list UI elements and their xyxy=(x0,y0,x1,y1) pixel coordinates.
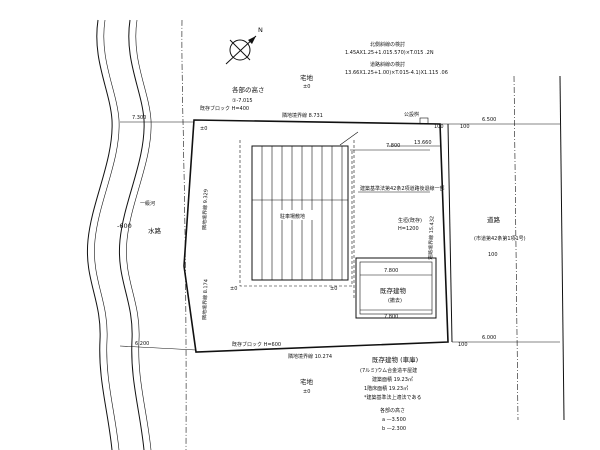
info-heights-title: 各部の高さ xyxy=(380,407,405,414)
shadow-check-title: 北側斜線の検討 xyxy=(370,41,405,48)
existing-building-label: 既存建物 xyxy=(380,286,407,295)
level-right-top: 100 xyxy=(434,124,444,130)
level-zero-a: ±0 xyxy=(200,126,207,132)
block-wall-bottom: 既存ブロック H=600 xyxy=(232,341,281,348)
road-check-formula: 13.66X1.25+1.00)×T.015-4.1)X1.115 .06 xyxy=(345,70,448,76)
level-right-top-b: 100 xyxy=(460,124,470,130)
takuchi-top-label: 宅地 xyxy=(300,73,314,82)
dim-mid-b: 7.800 xyxy=(384,268,398,274)
dim-bottom-left: 6.200 xyxy=(135,341,149,347)
dim-line-bottom-left xyxy=(119,345,197,351)
hedge-label: 生垣(既存) xyxy=(398,217,422,224)
boundary-top-label: 隣地境界線 8.731 xyxy=(282,112,323,119)
parking-label-bg xyxy=(278,210,318,220)
info-compliance: *建築基準法上適法である xyxy=(364,394,421,401)
road-check-title: 道路斜線の検討 xyxy=(370,61,405,68)
utility-box xyxy=(419,117,429,125)
ground-level-value: ①-7.015 xyxy=(232,98,253,104)
setback-note: 建築基準法第42条2項道路後退線一部 xyxy=(360,185,445,192)
parking-area xyxy=(251,145,349,281)
dim-mid-a: 7.800 xyxy=(386,143,400,149)
existing-building-inner xyxy=(359,261,433,315)
block-wall-top: 既存ブロック H=400 xyxy=(200,105,249,112)
setback-line xyxy=(239,140,353,287)
level-right-bottom: 100 xyxy=(458,342,468,348)
info-structure: (7ルミ)ウム合金造平屋建 xyxy=(360,367,417,374)
info-floor-area: 1階床面積 19.23㎡ xyxy=(364,385,408,392)
dim-top-left: 7.300 xyxy=(132,115,146,121)
hedge-height: H=1200 xyxy=(398,226,419,232)
north-arrow xyxy=(225,35,257,65)
boundary-bottom-label: 隣地境界線 10.274 xyxy=(288,353,332,360)
shadow-check-formula: 1.45AX1.25+1.015.570)×T.015 .2N xyxy=(345,50,434,56)
canal-banks xyxy=(86,19,187,450)
dim-top-right: 6.500 xyxy=(482,117,496,123)
info-area: 建築面積 19.23㎡ xyxy=(372,376,413,383)
site-boundary xyxy=(183,119,449,353)
info-title: 既存建物 (車庫) xyxy=(372,355,418,364)
parking-label: 駐車場敷地 xyxy=(280,213,305,220)
road-edge-outer xyxy=(559,75,565,421)
takuchi-bottom-label: 宅地 xyxy=(300,377,314,386)
road-centerline xyxy=(513,75,519,421)
canal-tag: 一級河 xyxy=(140,200,155,207)
takuchi-top-level: ±0 xyxy=(303,84,310,90)
utility-label: 公設桝 xyxy=(404,111,419,118)
existing-building-sub: (撤去) xyxy=(388,297,402,304)
road-code: (市道第42条第1項1号) xyxy=(474,235,526,242)
dim-right-side: 13.660 xyxy=(414,140,432,146)
boundary-left-top-label: 隣地境界線 9.329 xyxy=(201,189,209,230)
road-edge-inner xyxy=(447,123,453,343)
dim-bottom-right: 6.000 xyxy=(482,335,496,341)
boundary-right-label: 道路境界線 15.432 xyxy=(427,216,436,260)
canal-level: -600 xyxy=(117,222,132,230)
level-zero-c: ±0 xyxy=(330,286,337,292)
road-label: 道路 xyxy=(487,215,501,224)
existing-building-outline xyxy=(355,257,437,319)
leader-line xyxy=(339,131,359,146)
dim-mid-c: 7.800 xyxy=(384,314,398,320)
level-zero-b: ±0 xyxy=(230,286,237,292)
boundary-left-bottom-label: 隣地境界線 8.174 xyxy=(201,279,209,320)
takuchi-bottom-level: ±0 xyxy=(303,389,310,395)
info-height-a: a —3.500 xyxy=(382,417,406,423)
ground-level-title: 各部の高さ xyxy=(232,85,265,94)
canal-label: 水路 xyxy=(148,226,162,235)
road-level: 100 xyxy=(488,252,498,258)
info-height-b: b —2.300 xyxy=(382,426,406,432)
north-label: N xyxy=(258,26,263,34)
